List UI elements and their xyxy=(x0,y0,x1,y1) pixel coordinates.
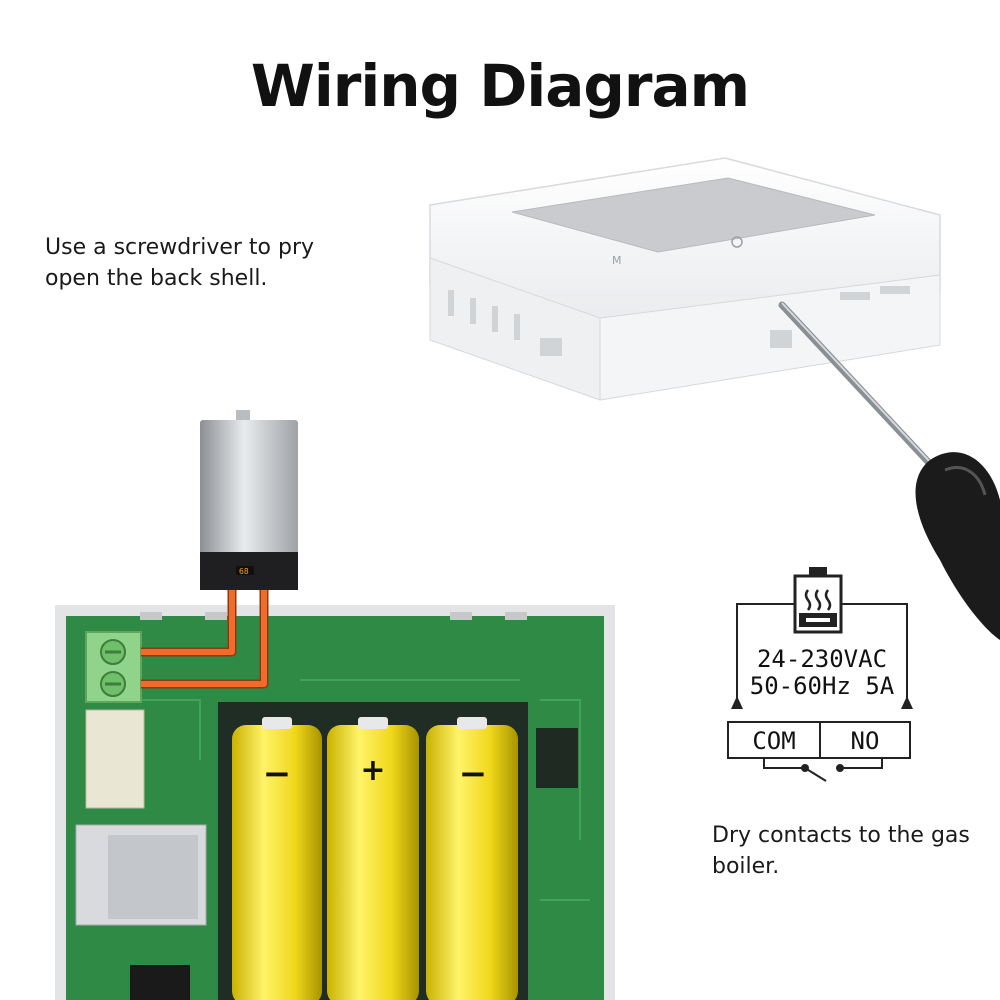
battery-right xyxy=(426,717,518,1000)
inductor-chip xyxy=(536,728,578,788)
relay xyxy=(85,709,145,809)
thermostat-device: M xyxy=(429,157,941,401)
terminal-no-label: NO xyxy=(851,727,880,755)
pry-instruction-caption: Use a screwdriver to pry open the back s… xyxy=(45,235,315,291)
boiler-display-value: 68 xyxy=(239,567,249,576)
frequency-current-label: 50-60Hz 5A xyxy=(750,672,895,700)
boiler-wires xyxy=(141,590,269,689)
gas-boiler: 68 xyxy=(200,410,298,590)
voltage-label: 24-230VAC xyxy=(757,645,887,673)
menu-m-icon: M xyxy=(612,254,622,267)
boiler-icon xyxy=(793,567,843,634)
battery-left xyxy=(232,717,322,1000)
boiler-display xyxy=(236,566,254,575)
circuit-board: − + − xyxy=(55,605,615,1000)
battery-middle xyxy=(327,717,419,1000)
page-title: Wiring Diagram xyxy=(250,52,750,120)
terminal-com-label: COM xyxy=(752,727,795,755)
relay-schematic xyxy=(727,567,913,782)
battery-middle-polarity: + xyxy=(360,753,385,788)
battery-right-polarity: − xyxy=(459,754,488,794)
dry-contacts-caption: Dry contacts to the gas boiler. xyxy=(712,823,970,879)
screwdriver xyxy=(778,301,1000,640)
battery-left-polarity: − xyxy=(263,754,292,794)
power-icon xyxy=(731,236,743,248)
